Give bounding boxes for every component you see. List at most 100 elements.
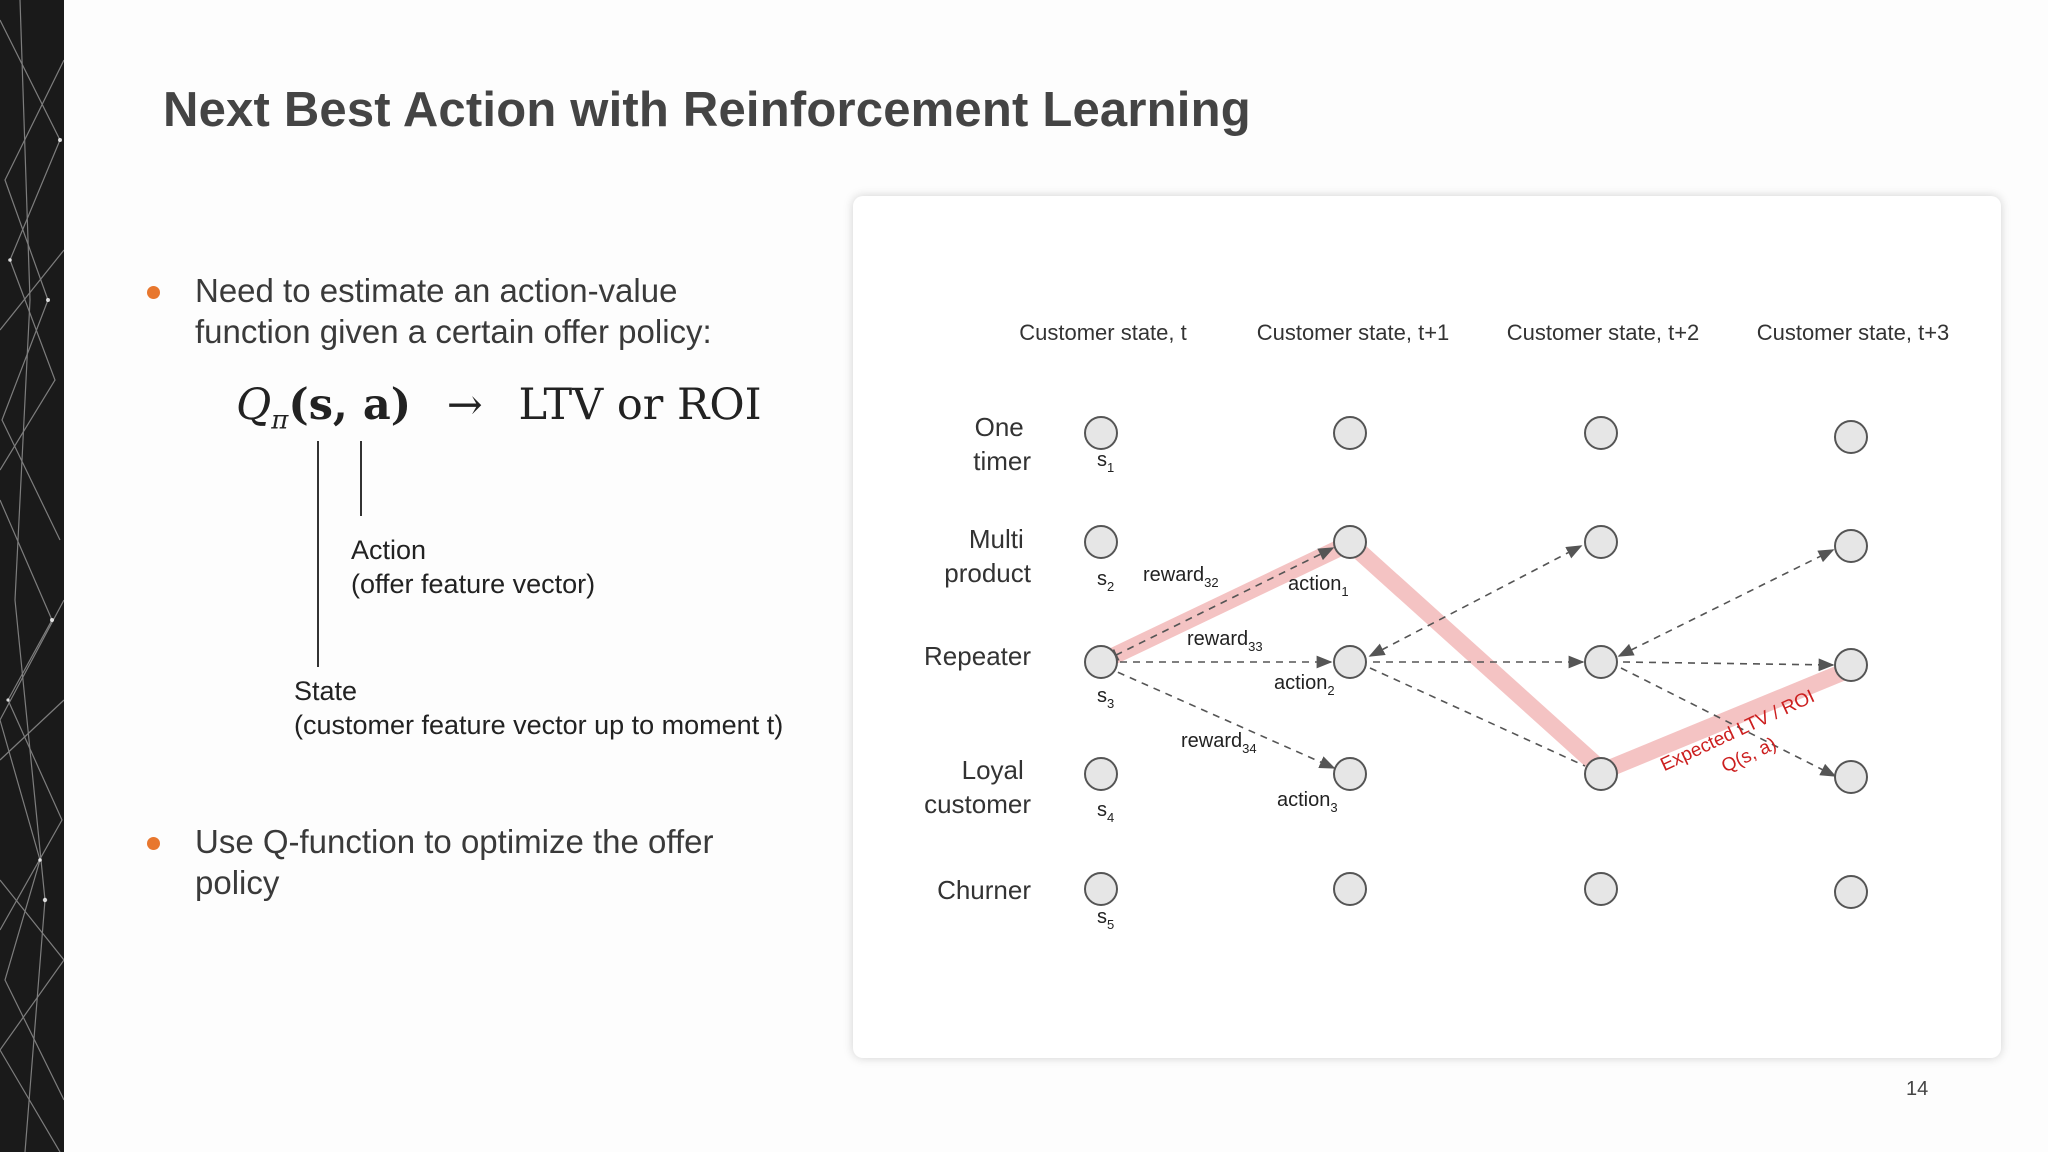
- formula-target: LTV or ROI: [518, 380, 762, 430]
- state-annotation: State (customer feature vector up to mom…: [294, 674, 783, 742]
- state-pointer-line: [317, 441, 319, 667]
- state-node-t1-churner: [1333, 872, 1367, 906]
- column-header-t: Customer state, t: [1019, 320, 1187, 345]
- action-label-2: action2: [1274, 672, 1335, 698]
- bullet-line: policy: [195, 864, 280, 901]
- state-label-s5: s5: [1097, 906, 1114, 932]
- transition-t1-loyal: [1369, 667, 1586, 767]
- state-node-t2-loyal: [1584, 757, 1618, 791]
- transition-t2-repeater: [1622, 658, 1835, 672]
- state-subscript: 2: [1107, 579, 1114, 594]
- action-label-3: action3: [1277, 789, 1338, 815]
- state-transition-diagram: Customer state, t Customer state, t+1 Cu…: [924, 320, 1950, 932]
- network-lines-graphic: [0, 0, 64, 1152]
- state-node-t-one-timer: [1084, 416, 1118, 450]
- transition-s3-loyal: [1105, 666, 1336, 769]
- bullet-line: function given a certain offer policy:: [195, 313, 712, 350]
- action-word: action: [1274, 672, 1327, 694]
- transition-t2-loyal: [1620, 667, 1837, 777]
- state-node-t1-loyal: [1333, 757, 1367, 791]
- state-node-t2-repeater: [1584, 645, 1618, 679]
- decorative-network-strip: [0, 0, 64, 1152]
- action-label-1: action1: [1288, 573, 1349, 599]
- transition-t1-multi: [1368, 545, 1583, 657]
- row-label-one-timer: One timer: [973, 412, 1031, 476]
- bullet-text-optimize: Use Q-function to optimize the offer pol…: [195, 821, 713, 903]
- action-word: action: [1288, 573, 1341, 595]
- diagram-panel: Customer state, t Customer state, t+1 Cu…: [853, 196, 2001, 1058]
- state-node-t1-repeater: [1333, 645, 1367, 679]
- state-node-t-multi-product: [1084, 525, 1118, 559]
- state-annotation-desc: (customer feature vector up to moment t): [294, 710, 784, 740]
- action-subscript: 3: [1330, 800, 1337, 815]
- state-letter: s: [1097, 906, 1107, 928]
- bullet-text-estimate: Need to estimate an action-value functio…: [195, 270, 712, 352]
- state-letter: s: [1097, 685, 1107, 707]
- state-node-t3-one-timer: [1834, 420, 1868, 454]
- row-label-line: product: [944, 558, 1031, 588]
- state-node-t1-one-timer: [1333, 416, 1367, 450]
- state-label-s4: s4: [1097, 799, 1114, 825]
- state-node-t-repeater: [1084, 645, 1118, 679]
- formula-arrow: →: [446, 380, 483, 430]
- transition-t2-multi: [1617, 549, 1835, 657]
- reward-label-32: reward32: [1143, 564, 1219, 590]
- row-label-churner: Churner: [937, 875, 1031, 905]
- row-label-line: customer: [924, 789, 1031, 819]
- action-annotation: Action (offer feature vector): [351, 533, 595, 601]
- state-node-t-loyal: [1084, 757, 1118, 791]
- action-annotation-title: Action: [351, 535, 427, 565]
- row-label-loyal-customer: Loyal customer: [924, 755, 1031, 819]
- state-subscript: 1: [1107, 460, 1114, 475]
- state-node-t3-multi-product: [1834, 529, 1868, 563]
- column-header-t3: Customer state, t+3: [1757, 320, 1950, 345]
- formula-pi: π: [271, 405, 289, 436]
- bullet-marker: [147, 837, 160, 850]
- state-subscript: 4: [1107, 810, 1114, 825]
- action-annotation-desc: (offer feature vector): [351, 569, 596, 599]
- state-node-t1-multi-product: [1333, 525, 1367, 559]
- reward-word: reward: [1181, 730, 1242, 752]
- row-label-line: timer: [973, 446, 1031, 476]
- state-node-t2-multi-product: [1584, 525, 1618, 559]
- bullet-line: Use Q-function to optimize the offer: [195, 823, 714, 860]
- state-node-t2-one-timer: [1584, 416, 1618, 450]
- row-label-line: One: [975, 412, 1024, 442]
- bullet-line: Need to estimate an action-value: [195, 272, 678, 309]
- state-node-t3-loyal: [1834, 760, 1868, 794]
- reward-subscript: 33: [1248, 639, 1262, 654]
- action-subscript: 2: [1327, 683, 1334, 698]
- state-node-t-churner: [1084, 872, 1118, 906]
- column-header-t2: Customer state, t+2: [1507, 320, 1700, 345]
- action-pointer-line: [360, 441, 362, 516]
- transition-s3-multi: [1102, 547, 1335, 662]
- formula-q: Q: [236, 380, 272, 430]
- q-function-formula: Qπ(s, a) → LTV or ROI: [236, 380, 762, 436]
- formula-args: (s, a): [288, 380, 412, 430]
- state-subscript: 3: [1107, 696, 1114, 711]
- state-label-s2: s2: [1097, 568, 1114, 594]
- reward-subscript: 32: [1204, 575, 1218, 590]
- state-letter: s: [1097, 449, 1107, 471]
- reward-word: reward: [1143, 564, 1204, 586]
- page-number: 14: [1906, 1078, 1929, 1100]
- bullet-marker: [147, 286, 160, 299]
- slide-title: Next Best Action with Reinforcement Lear…: [163, 83, 1251, 137]
- action-subscript: 1: [1341, 584, 1348, 599]
- row-label-multi-product: Multi product: [944, 524, 1031, 588]
- state-label-s1: s1: [1097, 449, 1114, 475]
- state-letter: s: [1097, 799, 1107, 821]
- row-label-line: Loyal: [962, 755, 1024, 785]
- reward-subscript: 34: [1242, 741, 1256, 756]
- state-subscript: 5: [1107, 917, 1114, 932]
- state-node-t3-churner: [1834, 875, 1868, 909]
- state-node-t2-churner: [1584, 872, 1618, 906]
- state-node-t3-repeater: [1834, 648, 1868, 682]
- reward-label-34: reward34: [1181, 730, 1257, 756]
- action-word: action: [1277, 789, 1330, 811]
- reward-word: reward: [1187, 628, 1248, 650]
- row-label-line: Multi: [969, 524, 1024, 554]
- row-label-repeater: Repeater: [924, 641, 1031, 671]
- state-letter: s: [1097, 568, 1107, 590]
- reward-label-33: reward33: [1187, 628, 1263, 654]
